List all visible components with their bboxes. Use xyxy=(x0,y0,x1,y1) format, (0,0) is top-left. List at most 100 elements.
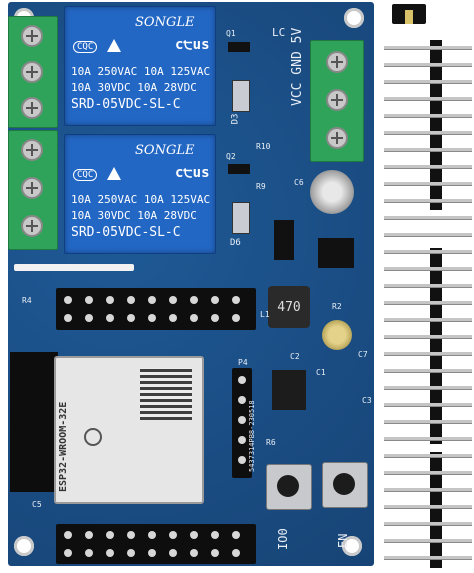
header-pin xyxy=(384,284,472,288)
warning-triangle-icon xyxy=(107,167,121,180)
header-pin xyxy=(384,522,472,526)
cqc-mark: CQC xyxy=(73,169,98,181)
header-pin xyxy=(384,420,472,424)
silk-r2: R2 xyxy=(332,302,342,311)
gpio-header-top xyxy=(56,288,256,330)
serial-number: 5437314PB8-230518 xyxy=(248,400,256,472)
en-button[interactable] xyxy=(322,462,368,508)
header-pin xyxy=(384,488,472,492)
relay-rating-line1: 10A 250VAC 10A 125VAC xyxy=(71,193,211,206)
header-p4 xyxy=(232,368,252,478)
header-pin xyxy=(384,182,472,186)
regulator-d2 xyxy=(274,220,294,260)
header-pin xyxy=(384,369,472,373)
header-pin xyxy=(384,539,472,543)
ic-chip xyxy=(318,238,354,268)
header-pin xyxy=(384,131,472,135)
screw-icon xyxy=(21,61,43,83)
mounting-hole xyxy=(14,536,34,556)
silk-c1: C1 xyxy=(316,368,326,377)
relay-2: SONGLE CQC c੮us 10A 250VAC 10A 125VAC 10… xyxy=(64,134,216,254)
antenna-area xyxy=(10,352,58,492)
relay-rating-line2: 10A 30VDC 10A 28VDC xyxy=(71,209,197,222)
silk-l1: L1 xyxy=(260,310,270,319)
inductor-l1: 470 xyxy=(268,286,310,328)
diode-d3 xyxy=(232,80,250,112)
screw-icon xyxy=(326,51,348,73)
header-pin xyxy=(384,63,472,67)
header-pin xyxy=(384,199,472,203)
silk-r10: R10 xyxy=(256,142,271,151)
screw-icon xyxy=(21,215,43,237)
header-pin xyxy=(384,148,472,152)
ul-mark: c੮us xyxy=(175,37,210,53)
screw-icon xyxy=(326,89,348,111)
header-pin xyxy=(384,556,472,560)
screw-icon xyxy=(21,177,43,199)
jumper-cap[interactable] xyxy=(392,4,426,24)
relay-rating-line1: 10A 250VAC 10A 125VAC xyxy=(71,65,211,78)
pcb-board: SONGLE CQC c੮us 10A 250VAC 10A 125VAC 10… xyxy=(8,2,374,566)
mounting-hole xyxy=(344,8,364,28)
silk-d6: D6 xyxy=(230,238,241,248)
header-strip-2 xyxy=(430,248,442,444)
silk-q1: Q1 xyxy=(226,29,236,38)
header-strip-3 xyxy=(430,452,442,568)
power-terminal-block xyxy=(310,40,364,162)
header-pin xyxy=(384,250,472,254)
diode-d6 xyxy=(232,202,250,234)
relay-rating-line2: 10A 30VDC 10A 28VDC xyxy=(71,81,197,94)
silk-c3: C3 xyxy=(362,396,372,405)
header-pin xyxy=(384,454,472,458)
silk-q2: Q2 xyxy=(226,152,236,161)
relay-model: SRD-05VDC-SL-C xyxy=(71,97,181,112)
ce-mark-icon xyxy=(84,428,102,446)
header-pin xyxy=(384,318,472,322)
header-pin xyxy=(384,97,472,101)
relay-brand: SONGLE xyxy=(135,143,195,158)
relay-1: SONGLE CQC c੮us 10A 250VAC 10A 125VAC 10… xyxy=(64,6,216,126)
silk-c7: C7 xyxy=(358,350,368,359)
power-label: VCC GND 5V xyxy=(290,27,305,106)
relay2-terminal-block xyxy=(8,130,58,250)
silk-p4: P4 xyxy=(238,358,248,367)
header-pin xyxy=(384,505,472,509)
header-pin xyxy=(384,471,472,475)
capacitor-c7 xyxy=(322,320,352,350)
ul-mark: c੮us xyxy=(175,165,210,181)
screw-icon xyxy=(326,127,348,149)
header-pin xyxy=(384,46,472,50)
relay-model: SRD-05VDC-SL-C xyxy=(71,225,181,240)
transistor-q1 xyxy=(228,42,250,52)
header-pin xyxy=(384,437,472,441)
header-pin xyxy=(384,165,472,169)
silk-lc: LC xyxy=(272,26,286,39)
screw-icon xyxy=(21,139,43,161)
capacitor-c6 xyxy=(310,170,354,214)
warning-triangle-icon xyxy=(107,39,121,52)
silk-c2: C2 xyxy=(290,352,300,361)
module-title: ESP32-WROOM-32E xyxy=(58,401,69,492)
regulator-u1 xyxy=(272,370,306,410)
loose-pin-headers xyxy=(384,40,472,570)
header-pin xyxy=(384,386,472,390)
silk-r4: R4 xyxy=(22,296,32,305)
relay1-terminal-block xyxy=(8,16,58,128)
header-pin xyxy=(384,335,472,339)
header-pin xyxy=(384,403,472,407)
gpio-header-bottom xyxy=(56,524,256,564)
transistor-q2 xyxy=(228,164,250,174)
screw-icon xyxy=(21,25,43,47)
silk-c5: C5 xyxy=(32,500,42,509)
esp32-module: ESP32-WROOM-32E xyxy=(54,356,204,504)
relay-brand: SONGLE xyxy=(135,15,195,30)
qr-code-icon xyxy=(140,368,192,420)
header-pin xyxy=(384,80,472,84)
io0-button[interactable] xyxy=(266,464,312,510)
header-pin xyxy=(384,352,472,356)
screw-icon xyxy=(21,97,43,119)
en-label: EN xyxy=(336,533,350,548)
header-pin xyxy=(384,114,472,118)
silk-r9: R9 xyxy=(256,182,266,191)
silk-r6: R6 xyxy=(266,438,276,447)
